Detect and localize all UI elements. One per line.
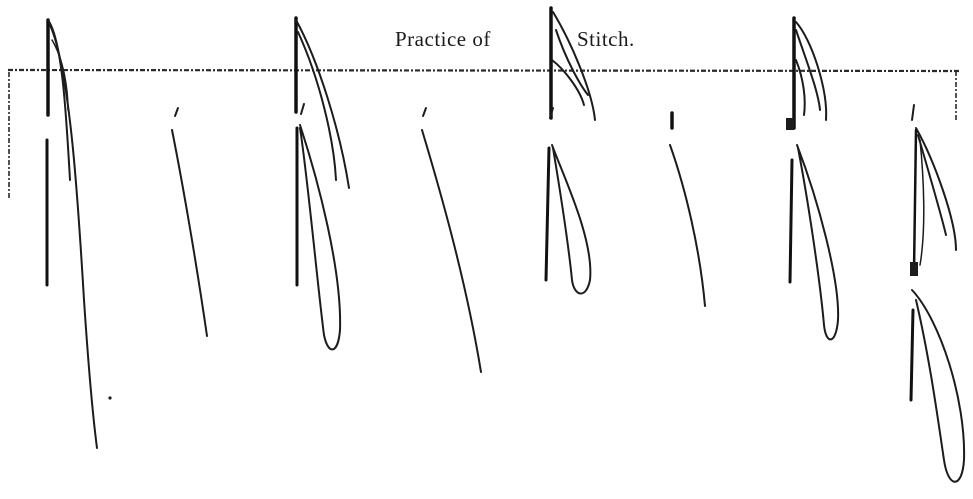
thread-2: [172, 130, 207, 336]
fabric-guide-line: [8, 70, 960, 200]
stitch-4: [422, 108, 481, 372]
thread-4: [422, 130, 481, 372]
ink-dot: [108, 396, 111, 399]
title-stitch: Stitch.: [577, 27, 635, 51]
stitch-7: [786, 18, 838, 339]
thread-6: [670, 145, 705, 306]
needle-eye-7: [786, 118, 794, 130]
thread-8-loop: [912, 290, 964, 482]
thread-5-loop: [552, 145, 590, 294]
thread-7-loop: [797, 145, 838, 339]
stitch-1: [47, 20, 112, 448]
stitch-3: [296, 18, 349, 349]
title-practice-of: Practice of: [395, 27, 491, 51]
stitch-2: [172, 108, 207, 336]
stitch-6: [670, 113, 705, 306]
needle-eye-8: [910, 262, 918, 276]
stitch-8: [910, 105, 964, 482]
needle-8: [914, 130, 916, 272]
